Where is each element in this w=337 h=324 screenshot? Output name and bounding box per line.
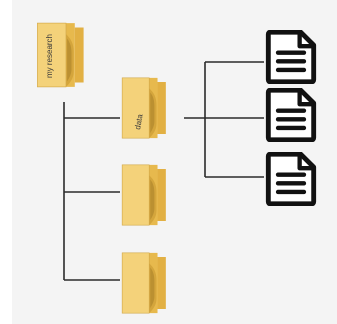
subfolder-3: [121, 252, 167, 314]
subfolder-2: [121, 164, 167, 226]
folder-icon: [121, 77, 167, 139]
tree-connectors: [63, 61, 264, 281]
document-icon: [268, 32, 313, 82]
document-icon: [268, 90, 313, 140]
subfolder-data: data: [121, 77, 167, 139]
root-folder: my research: [36, 22, 85, 88]
document-icon: [268, 154, 313, 204]
folder-icon: [121, 164, 167, 226]
subfolder-label: data: [133, 113, 145, 130]
folder-icon: [121, 252, 167, 314]
root-folder-label: my research: [45, 34, 54, 78]
